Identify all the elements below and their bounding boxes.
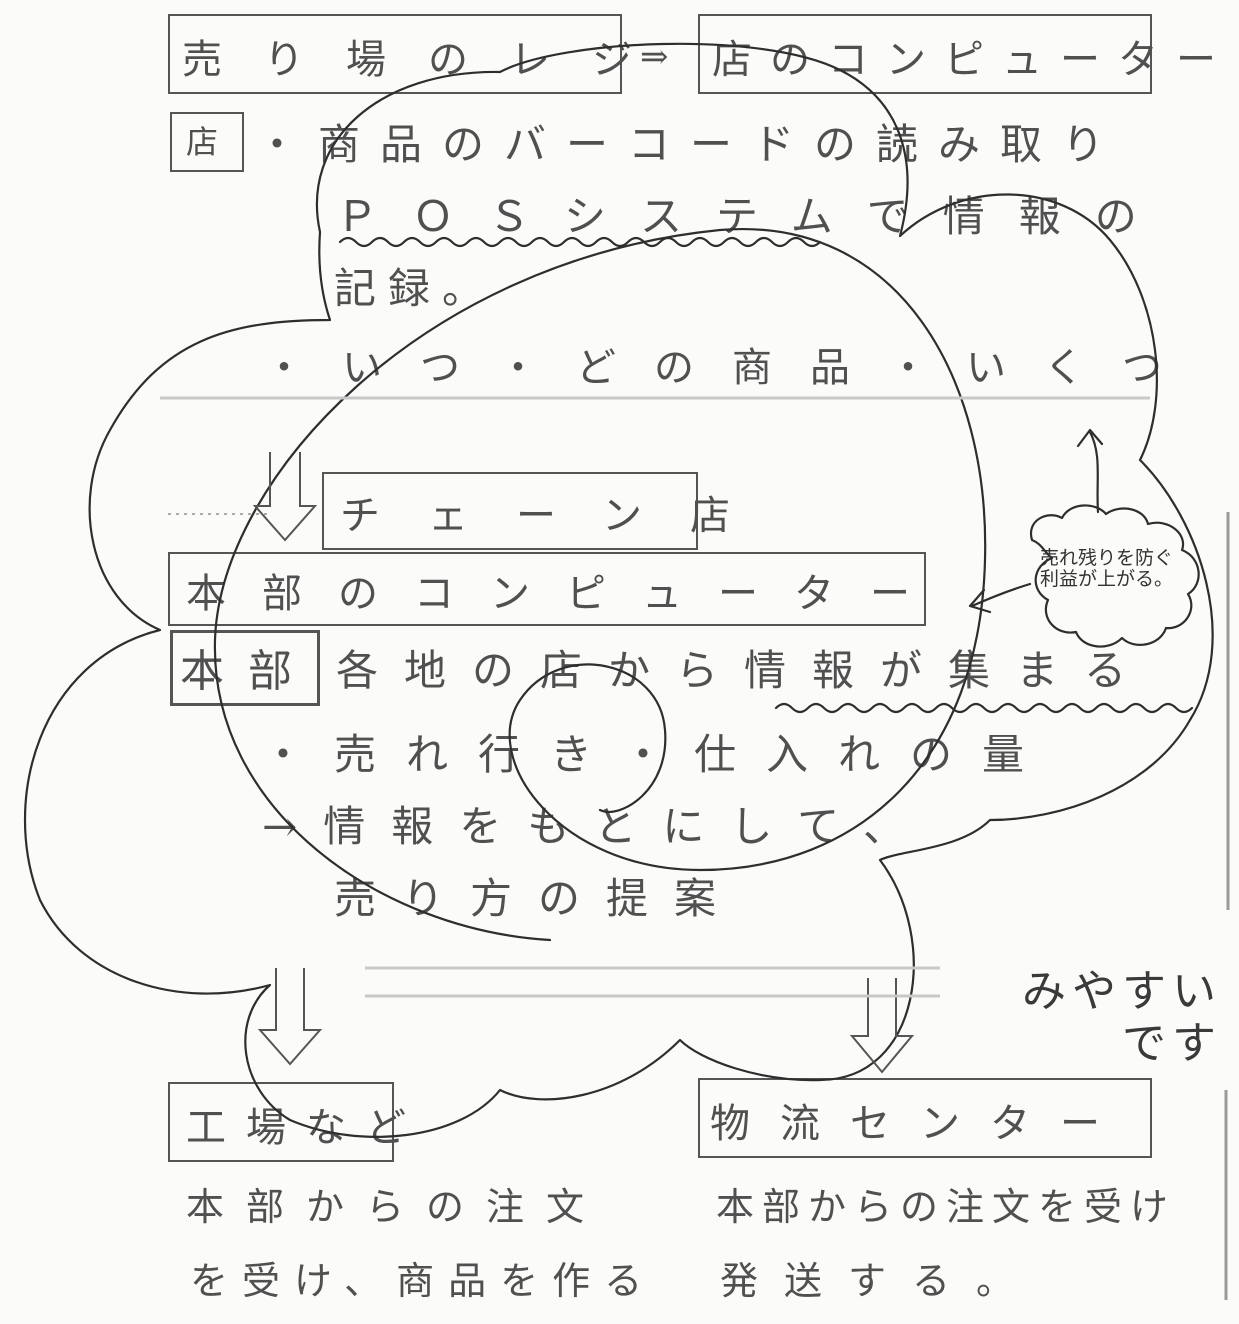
down-arrow-icon	[257, 968, 323, 1066]
bubble-pointer-left	[968, 582, 1032, 614]
logistics-label: 物流センター	[710, 1101, 1130, 1147]
hq-line-4: 売り方の提案	[334, 874, 743, 923]
store-line-1: ・商品のバーコードの読み取り	[256, 120, 1125, 169]
factory-label: 工場など	[186, 1105, 426, 1151]
store-computer-label: 店のコンピューター	[712, 37, 1234, 83]
chain-store-box	[322, 472, 698, 550]
wavy-underline-info	[774, 702, 1194, 714]
chain-store-label: チェーン店	[340, 493, 778, 539]
hq-line-1: 各地の店から情報が集まる	[336, 646, 1153, 695]
store-line-2: ＰＯＳシステムで情報の	[336, 192, 1171, 241]
factory-text-2: を受け、商品を作る	[190, 1259, 657, 1303]
factory-box	[168, 1082, 394, 1162]
teacher-comment: みやすいです	[1022, 966, 1222, 1069]
bubble-pointer-up	[1076, 428, 1104, 514]
logistics-box	[698, 1078, 1152, 1158]
hq-tag-label: 本部	[180, 646, 316, 697]
store-tag-box	[170, 112, 244, 172]
hq-tag-box	[170, 630, 320, 706]
register-label: 売り場のレジ	[182, 37, 674, 83]
spiral-line	[213, 227, 987, 942]
store-tag-label: 店	[186, 123, 241, 161]
factory-text-1: 本部からの注文	[186, 1185, 607, 1229]
store-line-4: ・いつ・どの商品・いくつ	[264, 345, 1200, 391]
logistics-text-2: 発送する。	[720, 1259, 1041, 1303]
down-arrow-icon	[849, 978, 915, 1074]
cloud-outline	[23, 42, 1214, 1138]
wavy-underline-pos	[338, 236, 822, 248]
hq-computer-box	[168, 552, 926, 626]
store-computer-box	[698, 14, 1152, 94]
logistics-text-1: 本部からの注文を受け	[716, 1185, 1177, 1229]
hq-line-2: ・売れ行き・仕入れの量	[262, 730, 1055, 779]
down-arrow-icon	[252, 452, 318, 542]
store-line-3: 記録。	[334, 264, 497, 313]
note-bubble	[1029, 504, 1200, 648]
hq-computer-label: 本部のコンピューター	[186, 571, 946, 617]
bubble-note: 売れ残りを防ぐ利益が上がる。	[1040, 547, 1174, 590]
